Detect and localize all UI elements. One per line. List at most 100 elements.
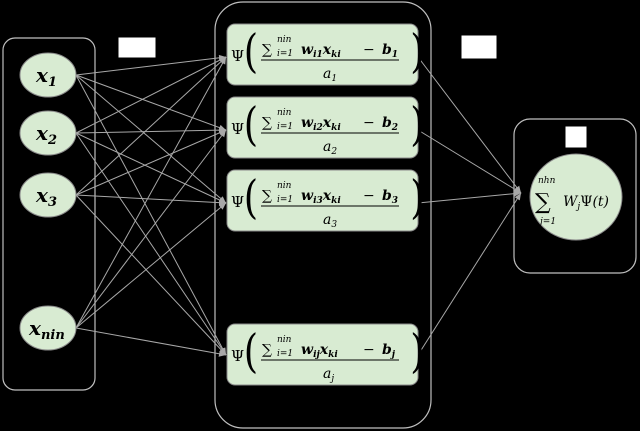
edge-hidden-1-output bbox=[417, 56, 522, 194]
edge-input-4-hidden-1 bbox=[75, 56, 227, 329]
hidden-node-2-minus: − bbox=[363, 115, 375, 131]
input-layer-label-box bbox=[118, 37, 156, 58]
svg-text:): ) bbox=[410, 97, 424, 151]
hidden-node-1-w-sub: i1 bbox=[313, 50, 323, 60]
input-node-2: x2 bbox=[19, 110, 77, 156]
hidden-node-j-sum: ∑ bbox=[262, 342, 272, 358]
hidden-node-1-sum-bottom: i=1 bbox=[277, 49, 293, 59]
input-node-1-base: x bbox=[35, 63, 49, 87]
hidden-node-2-x-sub: ki bbox=[331, 123, 341, 133]
output-w: W bbox=[563, 194, 579, 210]
svg-text:(: ( bbox=[244, 24, 258, 78]
edge-input-2-hidden-1 bbox=[75, 56, 227, 134]
input-node-nin-base: x bbox=[28, 316, 42, 340]
hidden-node-2-a-sub: 2 bbox=[330, 147, 337, 157]
input-node-3-base: x bbox=[35, 183, 49, 207]
hidden-node-3-b-sub: 3 bbox=[392, 196, 398, 206]
output-arg: (t) bbox=[592, 194, 609, 210]
output-psi: Ψ bbox=[580, 194, 592, 210]
hidden-node-1-psi: Ψ bbox=[231, 47, 244, 65]
edge-input-4-hidden-3 bbox=[75, 202, 227, 329]
output-w-sub: j bbox=[575, 202, 580, 212]
edge-input-2-hidden-2 bbox=[75, 127, 227, 134]
edge-input-3-hidden-1 bbox=[75, 56, 227, 196]
edge-input-4-hidden-4 bbox=[75, 327, 227, 357]
hidden-layer-panel bbox=[214, 1, 432, 429]
output-layer-label-box bbox=[565, 126, 587, 148]
hidden-node-1-sum-top: nin bbox=[277, 35, 292, 45]
output-sum-top: nhn bbox=[538, 176, 556, 186]
edge-input-3-hidden-4 bbox=[75, 194, 227, 356]
hidden-node-1: Ψ ( ) ∑ nin i=1 wi1xki − b1 a1 bbox=[226, 23, 425, 86]
input-node-2-sub: 2 bbox=[47, 133, 57, 148]
svg-text:aj: aj bbox=[323, 366, 334, 384]
hidden-node-3-sum: ∑ bbox=[262, 188, 272, 204]
connection-edges bbox=[75, 54, 522, 357]
svg-text:x2: x2 bbox=[35, 121, 57, 148]
hidden-node-1-a-sub: 1 bbox=[331, 74, 337, 84]
hidden-node-3-psi: Ψ bbox=[231, 193, 244, 211]
svg-text:WjΨ(t): WjΨ(t) bbox=[563, 194, 609, 212]
hidden-node-3-minus: − bbox=[363, 188, 375, 204]
hidden-node-j-sum-top: nin bbox=[277, 335, 292, 345]
hidden-node-2: Ψ ( ) ∑ nin i=1 wi2xki − b2 a2 bbox=[226, 96, 425, 159]
hidden-node-3-a-sub: 3 bbox=[331, 220, 337, 230]
hidden-node-j-a-sub: j bbox=[329, 374, 334, 384]
edge-hidden-2-output bbox=[417, 129, 522, 194]
hidden-node-1-x-sub: ki bbox=[331, 50, 341, 60]
hidden-node-1-b-sub: 1 bbox=[392, 50, 398, 60]
hidden-node-3-x-sub: ki bbox=[331, 196, 341, 206]
edge-hidden-3-output bbox=[417, 190, 522, 204]
edge-input-1-hidden-2 bbox=[75, 74, 227, 131]
hidden-node-j-psi: Ψ bbox=[231, 347, 244, 365]
hidden-node-3-sum-bottom: i=1 bbox=[277, 195, 293, 205]
hidden-node-2-b-sub: 2 bbox=[391, 123, 398, 133]
hidden-node-j-sum-bottom: i=1 bbox=[277, 349, 293, 359]
input-node-3-sub: 3 bbox=[48, 195, 57, 210]
svg-text:(: ( bbox=[244, 324, 258, 378]
edge-input-2-hidden-4 bbox=[75, 132, 227, 356]
svg-text:x3: x3 bbox=[35, 183, 57, 210]
edge-input-2-hidden-3 bbox=[75, 132, 227, 204]
edge-input-1-hidden-3 bbox=[75, 74, 227, 204]
input-node-1: x1 bbox=[19, 52, 77, 98]
input-layer-panel bbox=[2, 37, 96, 391]
hidden-node-2-psi: Ψ bbox=[231, 120, 244, 138]
hidden-node-1-sum: ∑ bbox=[262, 42, 272, 58]
hidden-node-3: Ψ ( ) ∑ nin i=1 wi3xki − b3 a3 bbox=[226, 169, 425, 232]
input-node-3: x3 bbox=[19, 172, 77, 218]
svg-text:): ) bbox=[410, 324, 424, 378]
hidden-node-1-minus: − bbox=[363, 42, 375, 58]
edge-input-3-hidden-3 bbox=[75, 194, 227, 206]
input-node-nin: xnin bbox=[19, 305, 77, 351]
output-sum: ∑ bbox=[535, 190, 551, 215]
hidden-node-3-w-sub: i3 bbox=[313, 196, 323, 206]
hidden-node-j-minus: − bbox=[363, 342, 375, 358]
svg-text:(: ( bbox=[244, 97, 258, 151]
svg-text:xnin: xnin bbox=[28, 316, 65, 343]
hidden-node-2-sum-top: nin bbox=[277, 108, 292, 118]
input-node-2-base: x bbox=[35, 121, 49, 145]
output-node: ∑ nhn j=1 WjΨ(t) bbox=[529, 153, 623, 241]
hidden-node-j-w-sub: ij bbox=[313, 350, 320, 360]
edge-hidden-4-output bbox=[417, 192, 522, 356]
hidden-node-j-x-sub: ki bbox=[328, 350, 338, 360]
edge-input-1-hidden-4 bbox=[75, 74, 227, 356]
svg-text:): ) bbox=[410, 24, 424, 78]
edge-input-1-hidden-1 bbox=[75, 54, 227, 76]
hidden-node-2-sum: ∑ bbox=[262, 115, 272, 131]
svg-text:(: ( bbox=[244, 170, 258, 224]
hidden-node-j: Ψ ( ) ∑ nin i=1 wijxki − bj aj bbox=[226, 323, 425, 386]
input-node-1-sub: 1 bbox=[48, 75, 57, 90]
input-node-nin-sub: nin bbox=[41, 328, 65, 343]
edge-input-4-hidden-2 bbox=[75, 129, 227, 329]
hidden-node-2-sum-bottom: i=1 bbox=[277, 122, 293, 132]
edge-input-3-hidden-2 bbox=[75, 129, 227, 196]
svg-text:): ) bbox=[410, 170, 424, 224]
hidden-node-3-sum-top: nin bbox=[277, 181, 292, 191]
svg-text:x1: x1 bbox=[35, 63, 57, 90]
hidden-layer-label-box bbox=[461, 35, 497, 59]
output-sum-bottom: j=1 bbox=[538, 217, 556, 227]
hidden-node-j-b-sub: j bbox=[390, 350, 396, 360]
